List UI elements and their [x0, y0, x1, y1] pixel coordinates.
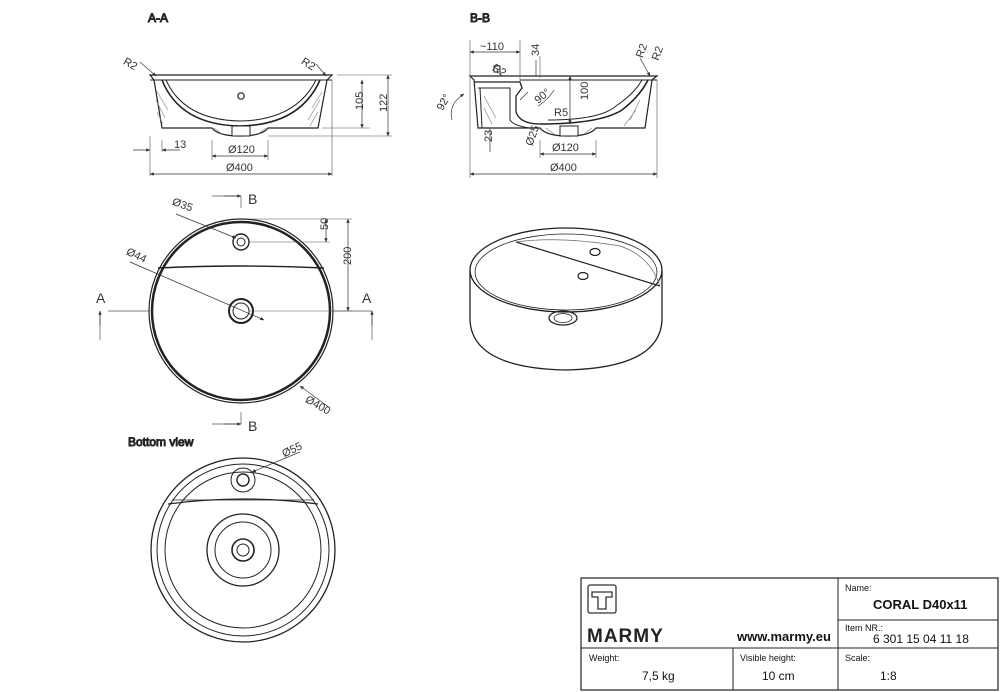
- bottom-view-title: Bottom view: [128, 435, 194, 449]
- name-label: Name:: [845, 583, 872, 593]
- weight-value: 7,5 kg: [642, 669, 675, 683]
- aa-width-13: 13: [174, 139, 186, 151]
- aa-height-105: 105: [354, 92, 366, 110]
- aa-diameter-400: Ø400: [226, 162, 253, 174]
- top-diameter-44: Ø44: [124, 246, 148, 266]
- section-bb-title: B-B: [470, 11, 490, 25]
- marmy-logo-icon: [587, 584, 617, 614]
- section-bb-view: B-B: [450, 11, 659, 178]
- bb-radius-5: R5: [554, 107, 568, 119]
- bottom-view: Bottom view: [128, 435, 336, 643]
- scale-label: Scale:: [845, 653, 870, 663]
- visible-height-label: Visible height:: [740, 653, 796, 663]
- name-value: CORAL D40x11: [873, 597, 967, 612]
- top-height-50: 50: [319, 218, 331, 230]
- section-a-right-label: A: [362, 290, 372, 306]
- section-b-top-label: B: [248, 191, 257, 207]
- top-diameter-400: Ø400: [303, 394, 332, 418]
- bb-width-110: ~110: [480, 41, 504, 53]
- aa-height-122: 122: [378, 94, 390, 112]
- section-aa-title: A-A: [148, 11, 168, 25]
- top-height-200: 200: [342, 247, 354, 265]
- title-block: MARMY www.marmy.eu Name: CORAL D40x11 It…: [580, 577, 999, 691]
- top-view: [98, 194, 374, 426]
- website: www.marmy.eu: [736, 629, 831, 644]
- bb-diameter-120: Ø120: [552, 142, 579, 154]
- bb-height-34: 34: [530, 44, 542, 56]
- bb-height-100: 100: [579, 82, 591, 100]
- bb-diameter-400: Ø400: [550, 162, 577, 174]
- visible-height-value: 10 cm: [762, 669, 795, 683]
- section-a-left-label: A: [96, 290, 106, 306]
- aa-r2-right: R2: [299, 56, 317, 74]
- weight-label: Weight:: [589, 653, 619, 663]
- aa-diameter-120: Ø120: [228, 144, 255, 156]
- top-diameter-35: Ø35: [171, 196, 195, 214]
- aa-r2-left: R2: [121, 56, 139, 73]
- brand-name: MARMY: [587, 626, 664, 647]
- item-label: Item NR.:: [845, 623, 883, 633]
- section-b-bottom-label: B: [248, 418, 257, 434]
- bb-angle-92: 92°: [435, 92, 454, 112]
- bottom-diameter-55: Ø55: [280, 440, 304, 460]
- bb-r2-c: R2: [650, 45, 666, 62]
- section-aa-view: A-A: [133, 11, 392, 176]
- bb-r2-b: R2: [634, 42, 650, 59]
- scale-value: 1:8: [880, 669, 897, 683]
- bb-height-23: 23: [483, 130, 495, 142]
- item-value: 6 301 15 04 11 18: [873, 632, 969, 646]
- isometric-preview: [469, 227, 663, 371]
